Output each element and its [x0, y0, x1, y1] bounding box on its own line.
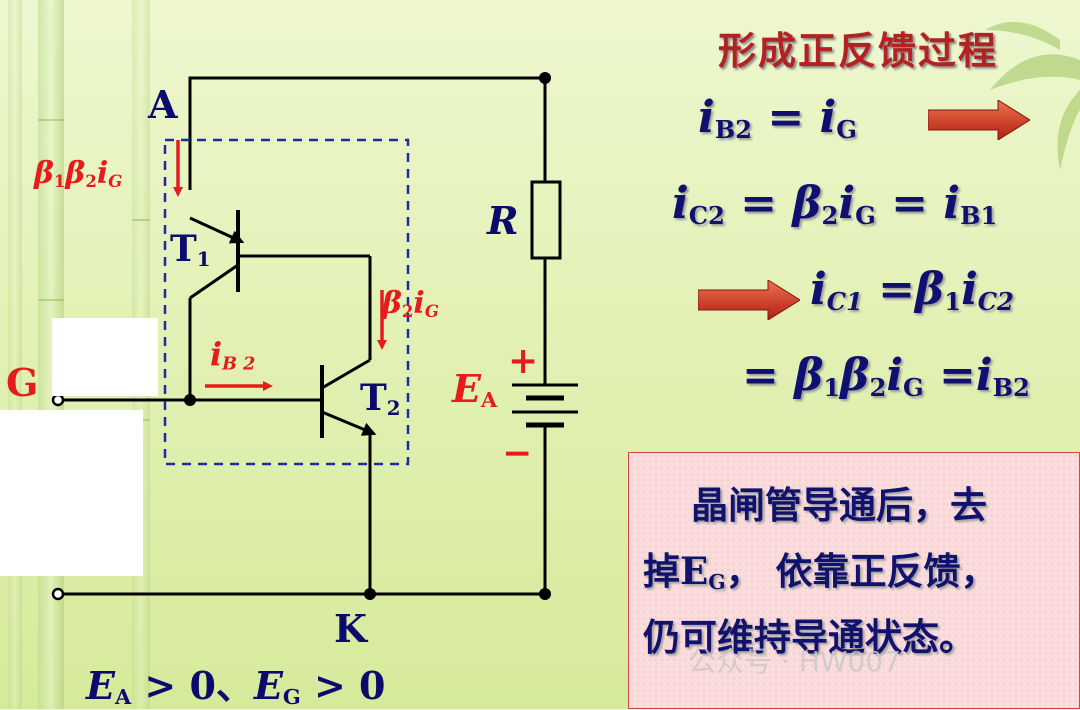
t2-label: T2: [360, 377, 401, 420]
source-ea-label: EA: [452, 366, 498, 413]
equation-3: iC1 =β1iC2: [810, 264, 1014, 317]
page-title: 形成正反馈过程: [718, 28, 999, 73]
right-arrow-icon-2: [698, 280, 800, 320]
equation-2: iC2 = β2iG = iB1: [672, 178, 998, 231]
current-label-mid: β2iG: [382, 286, 439, 322]
watermark-text: 公众号 · HW007: [688, 645, 901, 678]
condition-text: EA > 0、EG > 0: [86, 663, 386, 710]
resistor-label: R: [487, 198, 519, 243]
current-arrows: [173, 140, 387, 391]
right-arrow-icon-1: [928, 100, 1030, 140]
white-mask-upper: [52, 318, 158, 396]
note-line-2: 掉EG， 依靠正反馈，: [643, 549, 998, 595]
circuit-nodes: [184, 72, 551, 600]
current-label-top: β1β2iG: [34, 156, 123, 192]
t1-label: T1: [170, 228, 211, 271]
resistor-symbol: [530, 180, 562, 260]
terminal-k-left: [51, 587, 65, 601]
white-mask-lower: [0, 410, 143, 576]
terminal-g: [51, 393, 65, 407]
note-line-3: 仍可维持导通状态。: [643, 615, 976, 659]
note-line-1: 晶闸管导通后，去: [691, 483, 987, 527]
equation-4: = β1β2iG =iB2: [742, 350, 1030, 403]
node-k-label: K: [334, 606, 368, 651]
thyristor-dashed-box: [163, 138, 410, 466]
battery-minus: −: [502, 432, 533, 474]
node-a-label: A: [148, 82, 178, 127]
battery-plus: +: [508, 340, 539, 382]
note-box: 晶闸管导通后，去 掉EG， 依靠正反馈， 仍可维持导通状态。: [628, 452, 1080, 709]
equation-1: iB2 = iG: [698, 92, 857, 145]
current-label-ib2: iB 2: [210, 335, 256, 375]
node-g-label: G: [6, 360, 39, 405]
circuit-wires: [60, 76, 578, 596]
